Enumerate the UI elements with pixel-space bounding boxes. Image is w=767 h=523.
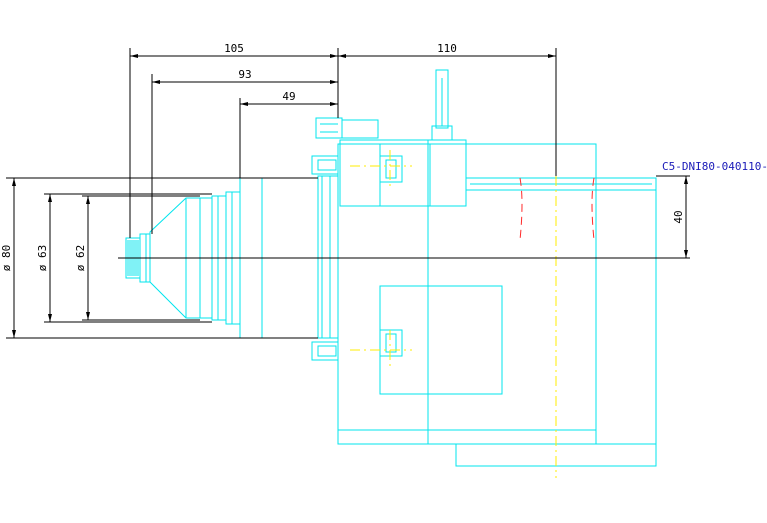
- dimension-93: 93: [238, 68, 251, 81]
- dimension-lines: [6, 48, 690, 339]
- centerlines: [118, 150, 557, 478]
- dimension-arrows: [12, 54, 688, 338]
- dimension-dia-80: ø 80: [0, 245, 13, 272]
- dimension-110: 110: [437, 42, 457, 55]
- hidden-lines: [519, 177, 595, 241]
- dimension-40: 40: [672, 210, 685, 223]
- dimension-dia-62: ø 62: [74, 245, 87, 272]
- dimension-105: 105: [224, 42, 244, 55]
- part-number-label: C5-DNI80-040110-I: [662, 160, 767, 173]
- dimension-49: 49: [282, 90, 295, 103]
- tool-body-outline: [125, 69, 657, 467]
- dimension-dia-63: ø 63: [36, 245, 49, 272]
